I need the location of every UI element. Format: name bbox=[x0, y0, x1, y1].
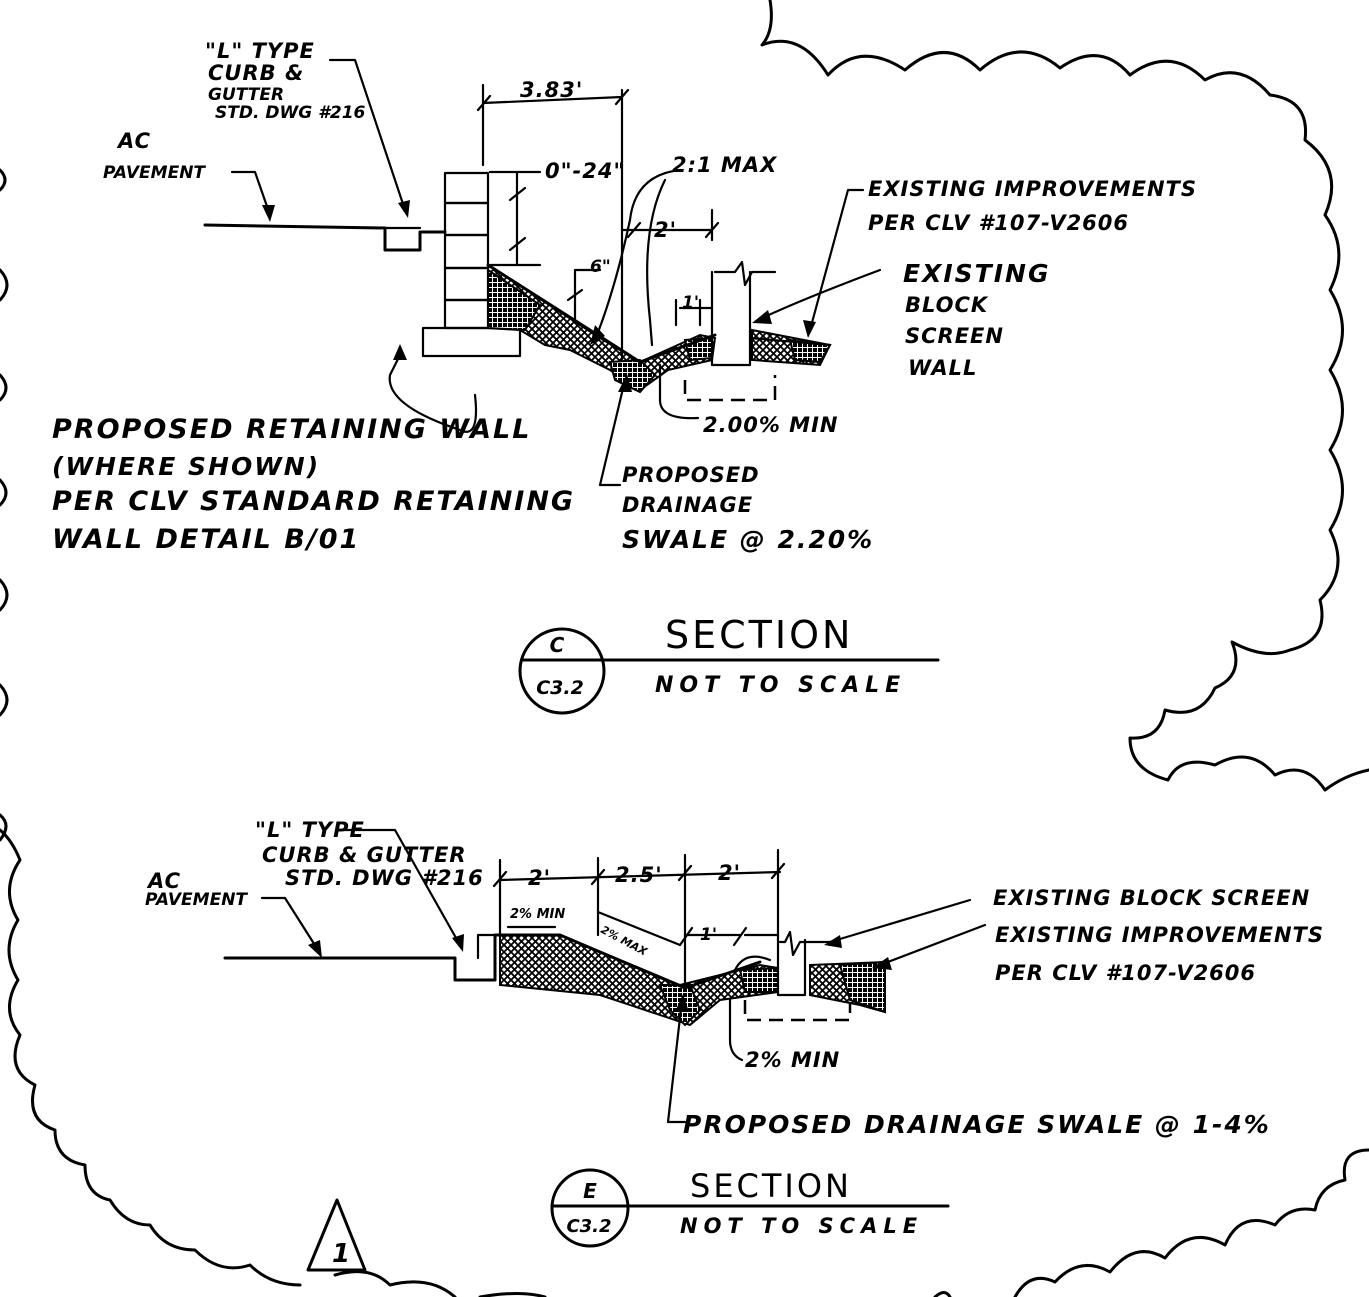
section-title: SECTION bbox=[665, 613, 853, 657]
ac-pavement-label: AC PAVEMENT bbox=[145, 869, 248, 910]
svg-text:2': 2' bbox=[718, 861, 741, 885]
svg-text:SWALE @ 2.20%: SWALE @ 2.20% bbox=[622, 525, 874, 554]
callout-sheet: C3.2 bbox=[566, 1216, 611, 1237]
revision-number: 1 bbox=[332, 1239, 350, 1269]
curb-gutter-label: "L" TYPE CURB & GUTTER STD. DWG #216 bbox=[255, 818, 484, 890]
dim-2-label: 2' bbox=[654, 218, 677, 242]
curb-gutter-label: "L" TYPE CURB & GUTTER STD. DWG #216 bbox=[205, 39, 366, 123]
existing-improvements-label: EXISTING IMPROVEMENTS PER CLV #107-V2606 bbox=[868, 177, 1197, 235]
svg-text:PROPOSED: PROPOSED bbox=[622, 463, 760, 487]
svg-text:PROPOSED RETAINING WALL: PROPOSED RETAINING WALL bbox=[52, 414, 531, 445]
svg-text:PER CLV #107-V2606: PER CLV #107-V2606 bbox=[995, 961, 1256, 985]
scale-note: NOT TO SCALE bbox=[655, 673, 906, 698]
swale-label: PROPOSED DRAINAGE SWALE @ 2.20% bbox=[622, 463, 874, 554]
svg-text:WALL: WALL bbox=[908, 356, 977, 380]
callout-sheet: C3.2 bbox=[536, 677, 584, 699]
retaining-wall-label: PROPOSED RETAINING WALL (WHERE SHOWN) PE… bbox=[52, 414, 575, 555]
section-c: 3.83' 0"-24" 2:1 MAX 6" 2' 1' bbox=[52, 39, 1197, 715]
callout-letter: C bbox=[550, 633, 565, 657]
retaining-wall bbox=[421, 171, 522, 358]
svg-text:EXISTING: EXISTING bbox=[903, 259, 1050, 288]
slope-max-label: 2:1 MAX bbox=[672, 153, 778, 177]
swale-label: PROPOSED DRAINAGE SWALE @ 1-4% bbox=[683, 1110, 1271, 1139]
slope-min-label: 2.00% MIN bbox=[703, 413, 838, 437]
dim-1-label: 1' bbox=[682, 293, 699, 313]
svg-text:BLOCK: BLOCK bbox=[905, 293, 989, 317]
svg-text:AC: AC bbox=[146, 869, 181, 893]
svg-text:PAVEMENT: PAVEMENT bbox=[103, 163, 206, 183]
svg-text:WALL DETAIL B/01: WALL DETAIL B/01 bbox=[52, 524, 360, 555]
svg-text:PER CLV #107-V2606: PER CLV #107-V2606 bbox=[868, 211, 1129, 235]
section-callout-e: E C3.2 SECTION NOT TO SCALE bbox=[550, 1167, 950, 1248]
dims-row: 2' 2.5' 2' bbox=[492, 848, 786, 987]
svg-text:STD. DWG #216: STD. DWG #216 bbox=[285, 866, 484, 890]
existing-improvements-label: EXISTING IMPROVEMENTS PER CLV #107-V2606 bbox=[995, 923, 1324, 985]
section-title: SECTION bbox=[690, 1167, 852, 1205]
revision-triangle: 1 bbox=[306, 1198, 367, 1272]
dim-width-label: 3.83' bbox=[520, 78, 583, 102]
min-slope-small: 2% MIN bbox=[510, 907, 565, 922]
svg-text:EXISTING IMPROVEMENTS: EXISTING IMPROVEMENTS bbox=[995, 923, 1324, 947]
svg-text:STD. DWG #216: STD. DWG #216 bbox=[215, 103, 366, 123]
svg-text:CURB &: CURB & bbox=[208, 61, 304, 85]
callout-letter: E bbox=[583, 1179, 597, 1203]
svg-text:2.5': 2.5' bbox=[615, 863, 663, 887]
section-e: 2' 2.5' 2' 2% MIN 2% MAX 1' "L" TYPE CUR… bbox=[145, 818, 1324, 1248]
svg-text:CURB & GUTTER: CURB & GUTTER bbox=[262, 843, 467, 867]
existing-wall-label: EXISTING BLOCK SCREEN bbox=[993, 886, 1310, 910]
svg-text:"L" TYPE: "L" TYPE bbox=[255, 818, 365, 842]
svg-text:2': 2' bbox=[528, 866, 551, 890]
dim-wall-height-label: 0"-24" bbox=[545, 159, 625, 183]
dim-3-83: 3.83' bbox=[476, 78, 630, 362]
svg-text:PAVEMENT: PAVEMENT bbox=[145, 890, 248, 910]
svg-text:"L" TYPE: "L" TYPE bbox=[205, 39, 315, 63]
svg-text:EXISTING IMPROVEMENTS: EXISTING IMPROVEMENTS bbox=[868, 177, 1197, 201]
dim-6-label: 6" bbox=[590, 257, 611, 277]
svg-text:SCREEN: SCREEN bbox=[905, 324, 1004, 348]
svg-text:PER CLV STANDARD RETAINING: PER CLV STANDARD RETAINING bbox=[52, 486, 575, 517]
ac-pavement-label: AC PAVEMENT bbox=[103, 129, 206, 183]
svg-text:DRAINAGE: DRAINAGE bbox=[622, 493, 753, 517]
scale-note: NOT TO SCALE bbox=[680, 1214, 923, 1238]
ac-pavement-line bbox=[203, 223, 447, 252]
svg-text:GUTTER: GUTTER bbox=[208, 85, 284, 105]
svg-text:(WHERE SHOWN): (WHERE SHOWN) bbox=[52, 452, 320, 481]
dim-1-label: 1' bbox=[700, 925, 717, 945]
svg-text:AC: AC bbox=[116, 129, 151, 153]
existing-wall-label: EXISTING BLOCK SCREEN WALL bbox=[903, 259, 1050, 380]
section-callout-c: C C3.2 SECTION NOT TO SCALE bbox=[518, 613, 940, 715]
slope-min-label: 2% MIN bbox=[745, 1048, 840, 1072]
